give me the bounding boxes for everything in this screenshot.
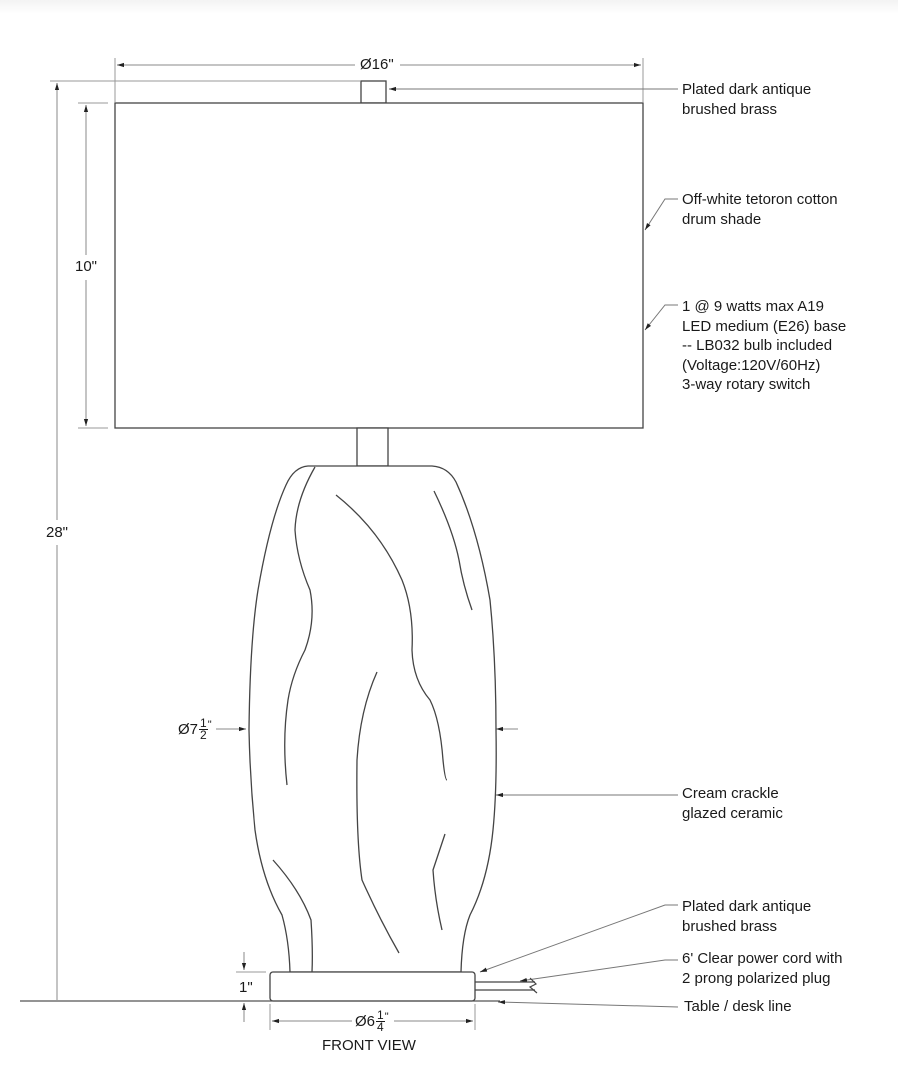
callout-finial: Plated dark antique brushed brass [682,81,812,118]
callout-body: Cream crackle glazed ceramic [682,785,783,822]
callout-cord: 6' Clear power cord with 2 prong polariz… [682,950,843,987]
inch-mark: " [384,1011,389,1023]
lamp-outline [114,80,644,1002]
base-diameter-fraction: 1 4 [376,1008,385,1034]
leader-lines [389,86,679,1008]
finial-shape [360,80,387,104]
callout-shade: Off-white tetoron cotton drum shade [682,191,838,228]
fraction-numerator: 1 [199,716,208,730]
base-height-label: 1" [237,979,255,996]
brass-base-shape [269,971,476,1002]
fraction-denominator: 2 [200,728,207,742]
power-cord-shape [475,977,538,994]
body-diameter-label: Ø7 1 2 " [178,716,212,742]
neck-shape [356,427,389,467]
inch-mark: " [207,719,212,731]
body-diameter-whole: Ø7 [178,721,199,738]
callout-bulb: 1 @ 9 watts max A19 LED medium (E26) bas… [682,298,847,393]
base-diameter-label: Ø6 1 4 " [355,1008,389,1034]
callout-base: Plated dark antique brushed brass [682,898,812,935]
view-title: FRONT VIEW [322,1037,416,1054]
base-diameter-whole: Ø6 [355,1013,376,1030]
drum-shade-shape [114,102,644,429]
overall-height-label: 28" [44,524,71,541]
dimension-lines [54,62,641,1024]
shade-height-label: 10" [73,258,100,275]
top-edge-shading [0,0,898,14]
shade-diameter-label: Ø16" [358,56,396,73]
fraction-numerator: 1 [376,1008,385,1022]
fraction-denominator: 4 [377,1020,384,1034]
body-diameter-fraction: 1 2 [199,716,208,742]
callout-table-line: Table / desk line [684,998,792,1015]
